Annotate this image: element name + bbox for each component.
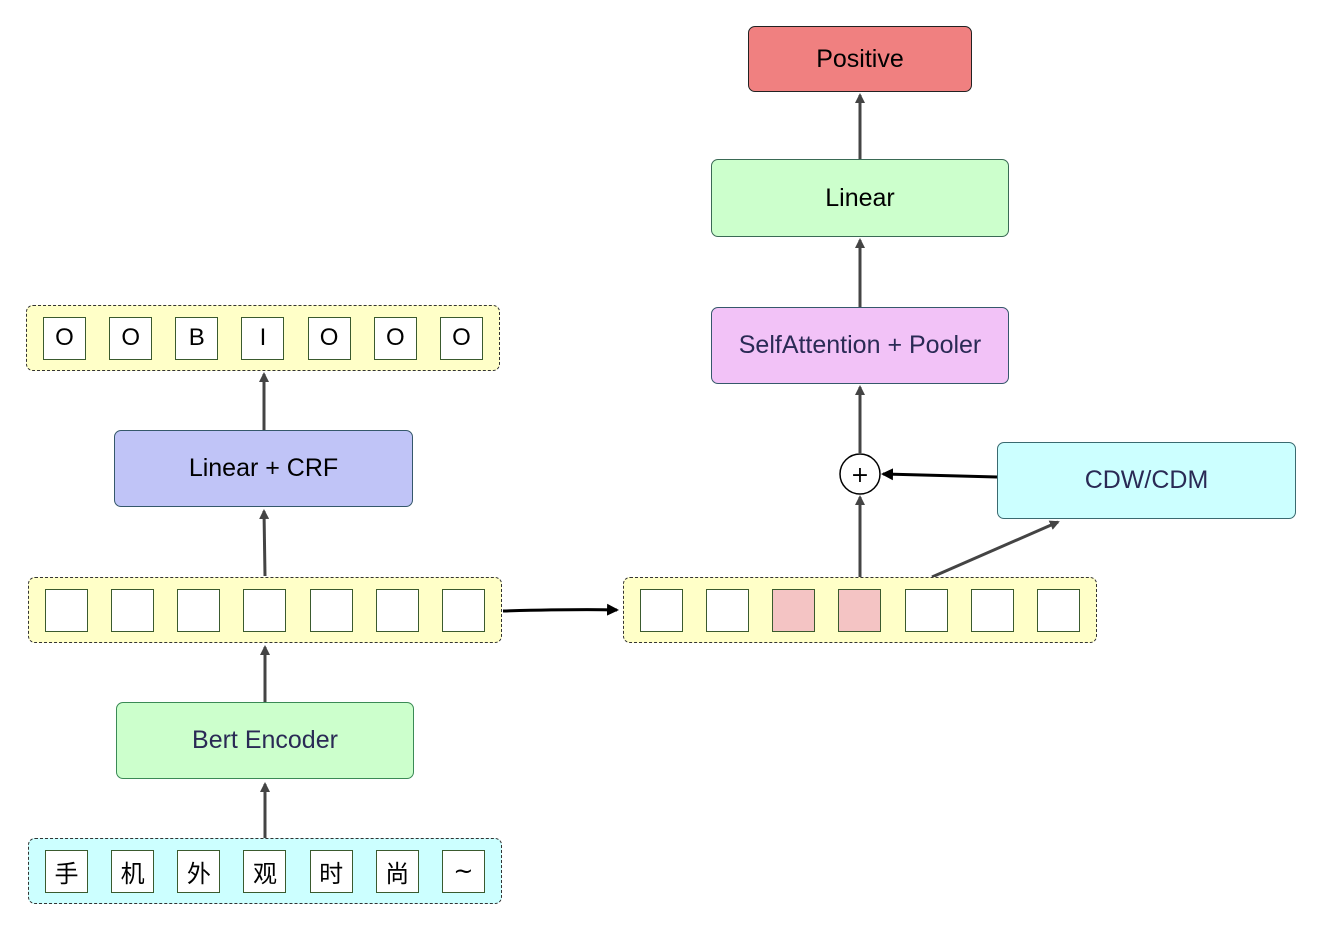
output-label: Positive [816, 44, 904, 73]
aspect-embedding-cell [904, 588, 948, 632]
token-embeddings [28, 577, 502, 643]
tag-cell: O [307, 316, 351, 360]
tag-cell: O [373, 316, 417, 360]
cdw-cdm-label: CDW/CDM [1084, 466, 1209, 494]
embedding-cell [309, 588, 353, 632]
aspect-embedding-cell [1036, 588, 1080, 632]
embedding-cell [45, 588, 88, 632]
embedding-cell [243, 588, 287, 632]
input-char-cell: 尚 [375, 849, 419, 893]
attention-pooler-box: SelfAttention + Pooler [711, 307, 1009, 384]
embedding-cell [177, 588, 221, 632]
attention-pooler-label: SelfAttention + Pooler [738, 331, 982, 359]
tag-sequence: O O B I O O O [26, 305, 500, 371]
aspect-embedding-cell [970, 588, 1014, 632]
bert-encoder-box: Bert Encoder [116, 702, 414, 779]
tag-cell: O [109, 316, 153, 360]
aspect-embeddings [623, 577, 1097, 643]
cdw-cdm-box: CDW/CDM [997, 442, 1296, 519]
input-char-cell: 手 [45, 849, 88, 893]
tag-cell: O [43, 316, 86, 360]
linear-crf-box: Linear + CRF [114, 430, 413, 507]
embedding-cell [375, 588, 419, 632]
input-char-cell: 外 [177, 849, 221, 893]
linear-crf-label: Linear + CRF [188, 454, 339, 482]
embedding-cell [441, 588, 485, 632]
arrow-aspect-to-cdw [931, 520, 1060, 579]
aspect-embedding-cell [640, 588, 683, 632]
arrow-embeddings-to-crf [259, 509, 270, 577]
embedding-cell [111, 588, 155, 632]
tag-cell: I [241, 316, 285, 360]
aspect-embedding-cell-highlighted [838, 588, 882, 632]
tag-cell: O [439, 316, 483, 360]
tag-cell: B [175, 316, 219, 360]
aspect-embedding-cell [706, 588, 750, 632]
linear-layer-label: Linear [825, 183, 895, 212]
input-char-cell: 机 [111, 849, 155, 893]
output-label-box: Positive [748, 26, 972, 92]
aspect-embedding-cell-highlighted [772, 588, 816, 632]
fusion-symbol: + [851, 463, 869, 488]
input-sequence: 手 机 外 观 时 尚 ~ [28, 838, 502, 904]
linear-layer-box: Linear [711, 159, 1009, 237]
arrow-embeddings-to-aspect [502, 603, 619, 616]
arrow-cdw-to-fusion [881, 468, 998, 481]
input-char-cell: 时 [309, 849, 353, 893]
bert-encoder-label: Bert Encoder [192, 726, 338, 754]
input-char-cell: 观 [243, 849, 287, 893]
fusion-node [839, 453, 881, 495]
input-char-cell: ~ [441, 849, 485, 893]
